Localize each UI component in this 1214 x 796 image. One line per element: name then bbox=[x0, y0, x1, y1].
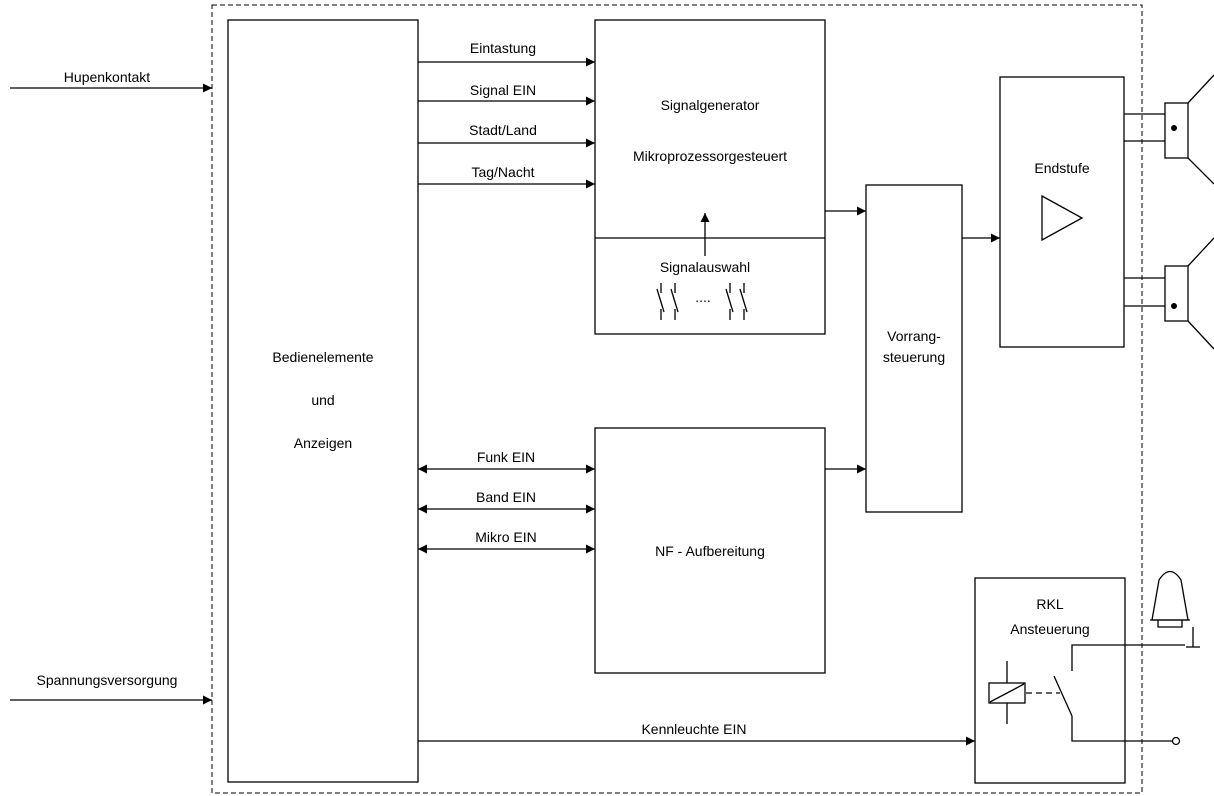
nf-aufbereitung-block: NF - Aufbereitung bbox=[594, 427, 826, 674]
signal-ein-label: Signal EIN bbox=[470, 82, 536, 98]
funk-ein-label: Funk EIN bbox=[477, 449, 535, 465]
endstufe-block: Endstufe bbox=[999, 76, 1125, 348]
signal-kennleuchte-ein: Kennleuchte EIN bbox=[418, 721, 975, 746]
signal-funk-ein: Funk EIN bbox=[418, 449, 595, 474]
output-terminal-icon bbox=[1171, 736, 1181, 746]
amplifier-icon bbox=[1041, 194, 1084, 242]
stadt-land-label: Stadt/Land bbox=[469, 122, 537, 138]
signal-eintastung: Eintastung bbox=[418, 40, 595, 67]
device-boundary bbox=[211, 4, 1143, 794]
rkl-ansteuerung-block: RKL Ansteuerung bbox=[974, 577, 1185, 784]
relay-contact-wiring bbox=[1071, 644, 1185, 742]
mikro-ein-label: Mikro EIN bbox=[475, 529, 536, 545]
signalgenerator-subtitle: Mikroprozessorgesteuert bbox=[633, 148, 787, 164]
hupenkontakt-label: Hupenkontakt bbox=[64, 69, 151, 85]
speaker-bottom-icon bbox=[1124, 237, 1214, 350]
tag-nacht-label: Tag/Nacht bbox=[471, 164, 534, 180]
speaker-top-icon bbox=[1124, 74, 1214, 185]
relay-coil-icon bbox=[988, 661, 1026, 724]
kennleuchte-label: Kennleuchte EIN bbox=[641, 721, 746, 737]
input-hupenkontakt: Hupenkontakt bbox=[10, 69, 212, 93]
signal-signal-ein: Signal EIN bbox=[418, 82, 595, 106]
eintastung-label: Eintastung bbox=[470, 40, 536, 56]
relay-contact-icon bbox=[1053, 675, 1073, 717]
spannungsversorgung-label: Spannungsversorgung bbox=[37, 672, 178, 688]
vorrang-line1: Vorrang- bbox=[887, 328, 941, 344]
endstufe-label: Endstufe bbox=[1034, 160, 1089, 176]
bedien-line1: Bedienelemente bbox=[272, 349, 373, 365]
beacon-lamp-icon bbox=[1150, 570, 1200, 648]
vorrang-line2: steuerung bbox=[883, 349, 945, 365]
signal-mikro-ein: Mikro EIN bbox=[418, 529, 595, 554]
bedien-line2: und bbox=[311, 392, 334, 408]
bedien-line3: Anzeigen bbox=[294, 435, 352, 451]
band-ein-label: Band EIN bbox=[476, 489, 536, 505]
signalgenerator-block: Signalgenerator Mikroprozessorgesteuert … bbox=[594, 19, 826, 335]
signal-tag-nacht: Tag/Nacht bbox=[418, 164, 595, 189]
input-spannungsversorgung: Spannungsversorgung bbox=[10, 672, 212, 705]
nf-label: NF - Aufbereitung bbox=[655, 543, 765, 559]
vorrangsteuerung-block: Vorrang- steuerung bbox=[865, 184, 963, 513]
switch-ellipsis: .... bbox=[695, 289, 711, 305]
signal-stadt-land: Stadt/Land bbox=[418, 122, 595, 148]
selector-switches-icon bbox=[656, 283, 748, 320]
signalgenerator-title: Signalgenerator bbox=[661, 97, 760, 113]
bedienelemente-block: Bedienelemente und Anzeigen bbox=[227, 19, 419, 783]
rkl-line1: RKL bbox=[1036, 596, 1063, 612]
signalauswahl-label: Signalauswahl bbox=[660, 259, 750, 275]
signal-band-ein: Band EIN bbox=[418, 489, 595, 514]
rkl-line2: Ansteuerung bbox=[1010, 621, 1089, 637]
